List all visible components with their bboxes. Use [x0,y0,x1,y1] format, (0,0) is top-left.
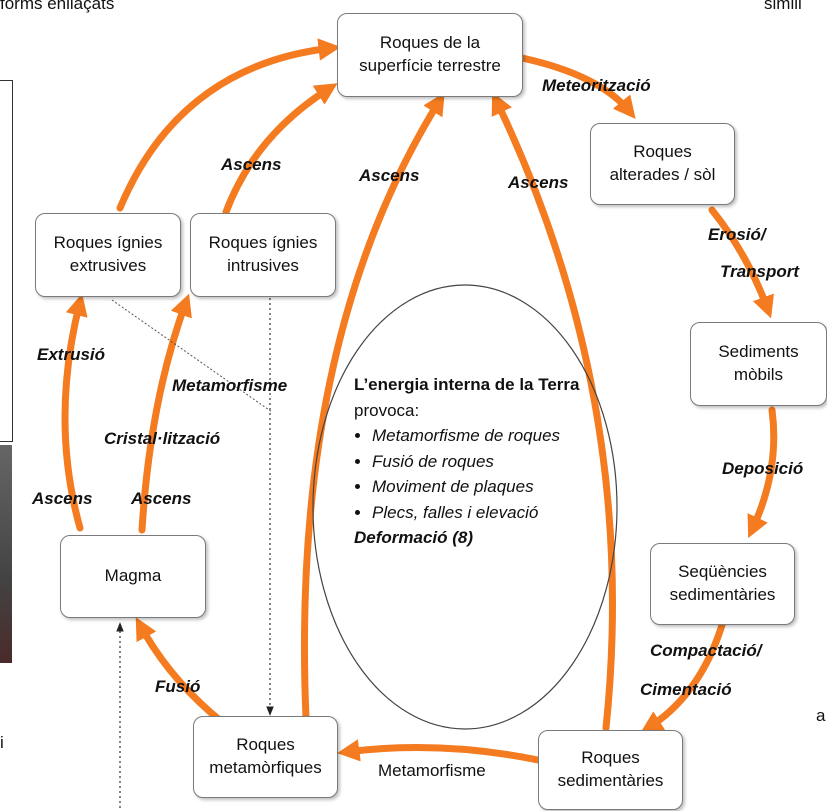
energy-title-rest: provoca: [354,400,420,420]
metamorphic-rocks-box: Roques metamòrfiques [193,716,338,798]
label-transport: Transport [720,262,800,281]
right-edge-text-fragment: a [816,706,826,725]
left-photo-edge [0,445,12,663]
label-metamorphism-bottom: Metamorfisme [378,761,486,780]
label-compaction: Compactació/ [650,641,762,660]
ascent-metamorphic-surface-arrow [301,92,445,722]
energy-item: Moviment de plaques [372,474,594,500]
altered-rocks-box: Roques alterades / sòl [590,123,735,205]
left-edge-text-fragment: i [0,733,4,752]
ascent-sedimentary-surface-arrow [491,91,616,732]
internal-energy-ellipse [312,284,618,730]
metamorphism-dotted-line [111,299,273,413]
label-crystallization: Cristal·lització [104,429,221,448]
fusion-arrow [135,617,226,726]
erosion-arrow [708,206,774,319]
label-ascent-top-left: Ascens [221,155,282,174]
label-metamorphism-mid: Metamorfisme [172,376,288,395]
energy-footer: Deformació (8) [354,528,474,547]
ascent-magma-extrusive-arrow [61,293,88,532]
label-ascent-left: Ascens [32,489,93,508]
label-erosion: Erosió/ [708,225,766,244]
compaction-arrow [640,621,726,733]
energy-item: Metamorfisme de roques [372,423,594,449]
label-deposition: Deposició [722,459,804,478]
ascent-extrusive-surface-arrow [116,38,341,212]
ascent-magma-intrusive-arrow [138,293,192,534]
label-ascent-right: Ascens [508,173,569,192]
sedimentary-sequences-box: Seqüències sedimentàries [650,543,795,625]
extrusive-igneous-rocks-box: Roques ígnies extrusives [35,213,181,297]
weathering-arrow [518,54,636,119]
deposition-arrow [747,406,778,539]
energy-item: Plecs, falles i elevació [372,500,594,526]
label-ascent-left2: Ascens [131,489,192,508]
label-weathering: Meteorització [542,76,651,95]
ascent-intrusive-surface-arrow [222,83,338,216]
top-left-text-fragment: forms enllaçats [0,0,115,13]
internal-energy-text: L’energia interna de la Terra provoca: M… [354,372,594,551]
energy-title: L’energia interna de la Terra provoca: [354,372,594,423]
energy-item: Fusió de roques [372,449,594,475]
energy-title-bold: L’energia interna de la Terra [354,375,580,394]
energy-effects-list: Metamorfisme de roques Fusió de roques M… [354,423,594,525]
sedimentary-rocks-box: Roques sedimentàries [538,730,683,810]
surface-rocks-box: Roques de la superfície terrestre [337,13,523,97]
metamorphism-bottom-arrow [337,739,542,764]
mobile-sediments-box: Sediments mòbils [690,322,827,406]
label-ascent-center: Ascens [359,166,420,185]
top-right-text-fragment: simili [764,0,802,13]
magma-box: Magma [60,535,206,618]
label-extrusion: Extrusió [37,345,106,364]
intrusive-igneous-rocks-box: Roques ígnies intrusives [190,213,336,297]
label-cementation: Cimentació [640,680,732,699]
label-fusion: Fusió [155,677,201,696]
left-frame-border [0,80,13,442]
